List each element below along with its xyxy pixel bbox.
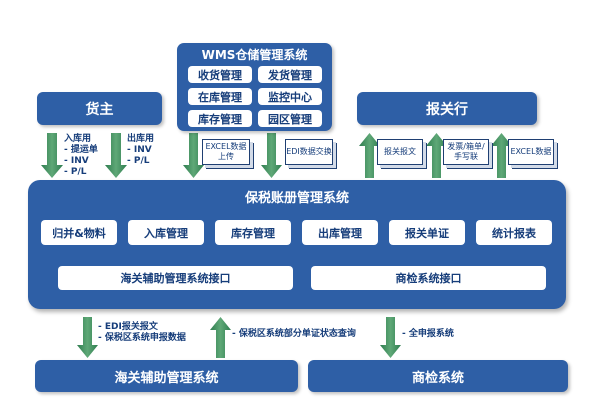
module-inbound: 入库管理 bbox=[128, 220, 204, 245]
module-customs-docs: 报关单证 bbox=[389, 220, 465, 245]
inspection-down-label: - 全申报系统 bbox=[402, 329, 454, 340]
doc-edi-exchange: EDI数据交换 bbox=[285, 139, 333, 165]
inspection-system-box: 商检系统 bbox=[308, 360, 568, 392]
arrow-down-inspection bbox=[380, 317, 401, 358]
customs-down-item: - 保税区系统申报数据 bbox=[98, 333, 186, 343]
wms-cell-park: 园区管理 bbox=[258, 110, 322, 127]
broker-box: 报关行 bbox=[357, 92, 537, 125]
inbound-doc-item: - P/L bbox=[64, 167, 87, 177]
inbound-doc-item: - 提运单 bbox=[64, 145, 98, 155]
bonded-ledger-system-box: 保税账册管理系统 归并&物料 入库管理 库存管理 出库管理 报关单证 统计报表 … bbox=[28, 180, 566, 309]
arrow-down-inbound bbox=[41, 133, 63, 178]
customs-up-item: - 保税区系统部分单证状态查询 bbox=[232, 329, 356, 339]
inbound-docs-label: 入库用 - 提运单 - INV - P/L bbox=[64, 134, 98, 178]
owner-box: 货主 bbox=[37, 92, 162, 125]
main-title: 保税账册管理系统 bbox=[244, 191, 349, 206]
module-classification: 归并&物料 bbox=[41, 220, 117, 245]
outbound-docs-label: 出库用 - INV - P/L bbox=[127, 134, 154, 167]
wms-cell-shipping: 发货管理 bbox=[258, 66, 322, 83]
inbound-docs-title: 入库用 bbox=[64, 134, 92, 144]
doc-invoice-packing: 发票/箱单/手写联 bbox=[443, 139, 489, 165]
customs-down-label: - EDI报关报文 - 保税区系统申报数据 bbox=[98, 322, 186, 344]
customs-down-item: - EDI报关报文 bbox=[98, 322, 158, 332]
wms-cell-inventory: 库存管理 bbox=[188, 110, 252, 127]
arrow-up-broker-3 bbox=[491, 133, 512, 178]
outbound-docs-title: 出库用 bbox=[127, 134, 155, 144]
doc-excel-upload: EXCEL数据上传 bbox=[202, 139, 250, 165]
arrow-down-outbound bbox=[105, 133, 127, 178]
inbound-doc-item: - INV bbox=[64, 156, 89, 166]
outbound-doc-item: - INV bbox=[127, 145, 152, 155]
arrow-down-wms-1 bbox=[183, 133, 204, 178]
inspection-interface: 商检系统接口 bbox=[311, 266, 546, 290]
inspection-down-item: - 全申报系统 bbox=[402, 329, 454, 339]
arrow-up-customs bbox=[210, 317, 231, 358]
arrow-up-broker-2 bbox=[426, 133, 447, 178]
wms-cell-in-stock: 在库管理 bbox=[188, 88, 252, 105]
wms-system-box: WMS仓储管理系统 收货管理 发货管理 在库管理 监控中心 库存管理 园区管理 bbox=[177, 43, 332, 131]
module-outbound: 出库管理 bbox=[302, 220, 378, 245]
doc-excel-data: EXCEL数据 bbox=[508, 139, 554, 165]
arrow-down-customs bbox=[77, 317, 98, 358]
module-statistics: 统计报表 bbox=[476, 220, 552, 245]
customs-system-box: 海关辅助管理系统 bbox=[35, 360, 298, 392]
customs-up-label: - 保税区系统部分单证状态查询 bbox=[232, 329, 356, 340]
wms-title: WMS仓储管理系统 bbox=[201, 48, 308, 62]
outbound-doc-item: - P/L bbox=[127, 156, 150, 166]
wms-cell-monitor: 监控中心 bbox=[258, 88, 322, 105]
module-inventory: 库存管理 bbox=[215, 220, 291, 245]
customs-interface: 海关辅助管理系统接口 bbox=[58, 266, 293, 290]
arrow-down-wms-2 bbox=[261, 133, 282, 178]
wms-cell-receiving: 收货管理 bbox=[188, 66, 252, 83]
doc-customs-message: 报关报文 bbox=[377, 139, 423, 165]
arrow-up-broker-1 bbox=[359, 133, 380, 178]
